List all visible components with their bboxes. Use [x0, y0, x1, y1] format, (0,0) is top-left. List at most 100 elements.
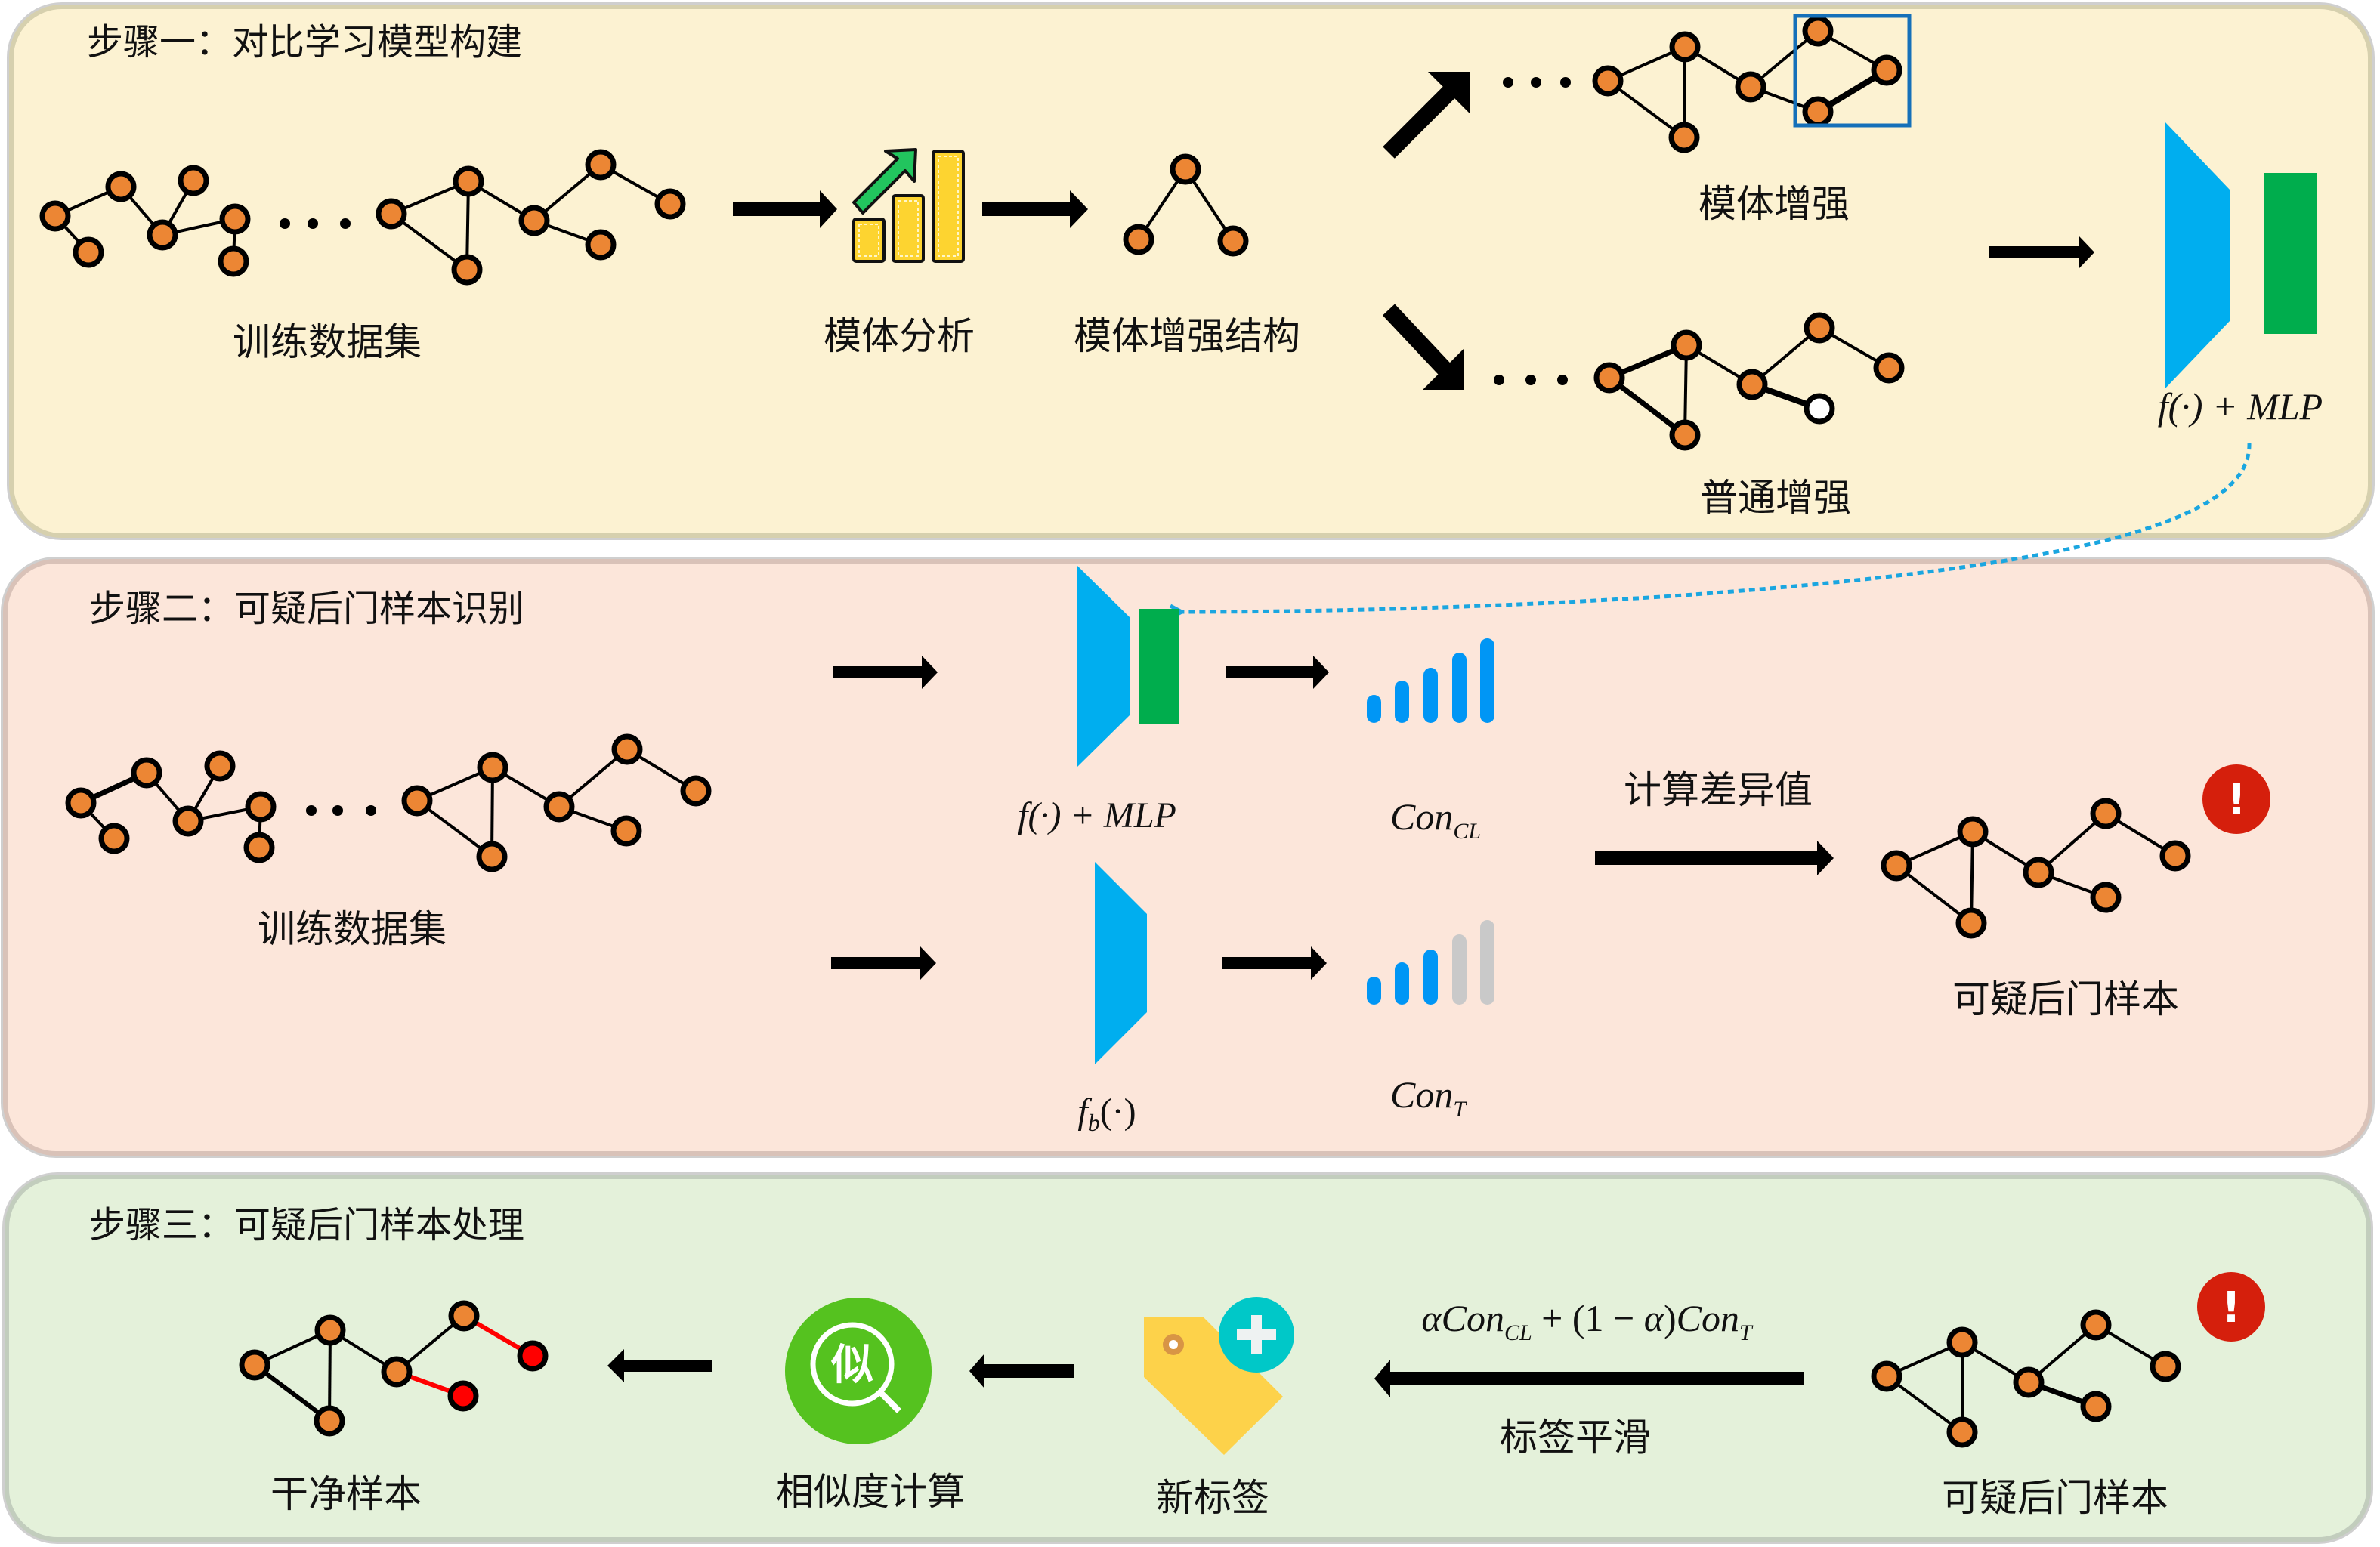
ellipsis-dot: [1560, 77, 1571, 88]
graph-node: [1946, 1326, 1978, 1358]
con-cl-label: ConCL: [1390, 795, 1481, 844]
motif-structure-label: 模体增强结构: [1074, 314, 1300, 358]
step1-panel: [9, 5, 2372, 538]
graph-node: [1217, 225, 1249, 257]
graph-node: [476, 841, 508, 872]
graph-node: [1804, 393, 1835, 425]
ellipsis-dot: [280, 218, 290, 229]
backdoored-encoder-shape: [1095, 862, 1147, 1064]
ellipsis-dot: [366, 805, 376, 816]
graph-node: [178, 165, 209, 196]
graph-node: [2090, 882, 2122, 913]
arrow-down-right-icon: [1382, 304, 1464, 390]
alert-icon: !: [2202, 764, 2270, 834]
graph-node: [381, 1356, 413, 1388]
step3-suspicious-label: 可疑后门样本: [1942, 1476, 2168, 1520]
graph-node: [2013, 1366, 2045, 1398]
graph-node: [585, 149, 617, 181]
graph-node: [1946, 1416, 1978, 1448]
graph-node: [448, 1300, 480, 1332]
encoder-shape: [2165, 122, 2230, 389]
arrow-right-icon: [1989, 236, 2094, 268]
model-transfer-dashed-link: [1182, 443, 2252, 612]
graph-node: [453, 165, 484, 197]
normal-aug-label: 普通增强: [1700, 476, 1851, 520]
ellipsis-dot: [306, 805, 317, 816]
dataset-graph-b: [376, 149, 686, 286]
graph-node: [447, 1380, 479, 1412]
confidence-bar: [1480, 920, 1494, 1005]
graph-node: [451, 254, 483, 286]
graph-node: [245, 791, 277, 823]
ellipsis-dot: [1525, 375, 1536, 385]
graph-node: [2080, 1391, 2112, 1422]
step1-model-label: f(·) + MLP: [2158, 385, 2323, 428]
step2-suspicious-label: 可疑后门样本: [1952, 977, 2179, 1021]
graph-edge: [1885, 1375, 1964, 1434]
normal-augmented-graph: [1593, 312, 1905, 451]
graph-node: [1873, 352, 1905, 384]
graph-node: [1593, 362, 1625, 394]
step2-backdoor-model-label: fb(·): [1077, 1092, 1136, 1136]
graph-node: [1955, 907, 1987, 939]
step3-title: 步骤三：可疑后门样本处理: [89, 1204, 524, 1246]
confidence-bar: [1452, 934, 1467, 1005]
ellipsis-dot: [332, 805, 343, 816]
arrow-right-icon: [833, 656, 938, 689]
graph-node: [239, 1349, 270, 1381]
confidence-bar: [1480, 638, 1494, 723]
graph-node: [314, 1314, 346, 1346]
step2-dataset-label: 训练数据集: [258, 907, 447, 951]
motif-highlight-box: [1793, 14, 1912, 128]
arrow-left-icon: [607, 1349, 712, 1382]
ellipsis-dot: [340, 218, 351, 229]
graph-node: [477, 752, 508, 783]
ellipsis-dots: [280, 218, 351, 229]
step2-panel: [3, 559, 2372, 1156]
alert-icon: !: [2197, 1272, 2265, 1342]
ellipsis-dots: [306, 805, 376, 816]
graph-node: [610, 815, 642, 847]
graph-node: [105, 171, 137, 202]
graph-node: [172, 805, 204, 837]
graph-node: [39, 200, 71, 232]
graph-node: [131, 757, 162, 789]
graph-node: [147, 219, 178, 251]
graph-edge: [390, 212, 468, 271]
graph-node: [1804, 312, 1835, 344]
graph-node: [1736, 369, 1768, 400]
graph-node: [73, 236, 104, 268]
confidence-bar: [1452, 653, 1467, 723]
graph-edge: [1607, 375, 1687, 437]
motif-analysis-chart-icon: [852, 148, 965, 263]
ellipsis-dot: [1531, 77, 1541, 88]
dataset-graph-a: [39, 165, 251, 277]
graph-edge: [253, 1363, 331, 1423]
cl-mlp-head-shape: [1139, 609, 1179, 724]
graph-node: [517, 1340, 549, 1372]
new-label-label: 新标签: [1156, 1476, 1269, 1520]
graph-node: [401, 785, 433, 817]
graph-node: [1669, 31, 1701, 63]
step1-title: 步骤一：对比学习模型构建: [87, 21, 522, 63]
graph-node: [654, 188, 686, 220]
graph-node: [243, 832, 275, 863]
graph-node: [1957, 816, 1989, 848]
dataset-graph-a: [65, 750, 277, 863]
ellipsis-dot: [1494, 375, 1504, 385]
graph-node: [2023, 857, 2054, 888]
diff-label: 计算差异值: [1624, 768, 1813, 812]
new-label-tag-icon: [1144, 1297, 1294, 1455]
graph-node: [1735, 71, 1766, 103]
graph-node: [585, 229, 617, 261]
graph-node: [1671, 329, 1702, 361]
smoothing-label: 标签平滑: [1500, 1416, 1651, 1459]
graph-node: [1170, 153, 1201, 185]
graph-edge: [416, 799, 493, 858]
ellipsis-dot: [1557, 375, 1568, 385]
arrow-right-icon: [831, 946, 936, 980]
svg-text:!: !: [2221, 1283, 2241, 1332]
confidence-bar: [1423, 668, 1438, 723]
graph-node: [518, 205, 550, 236]
